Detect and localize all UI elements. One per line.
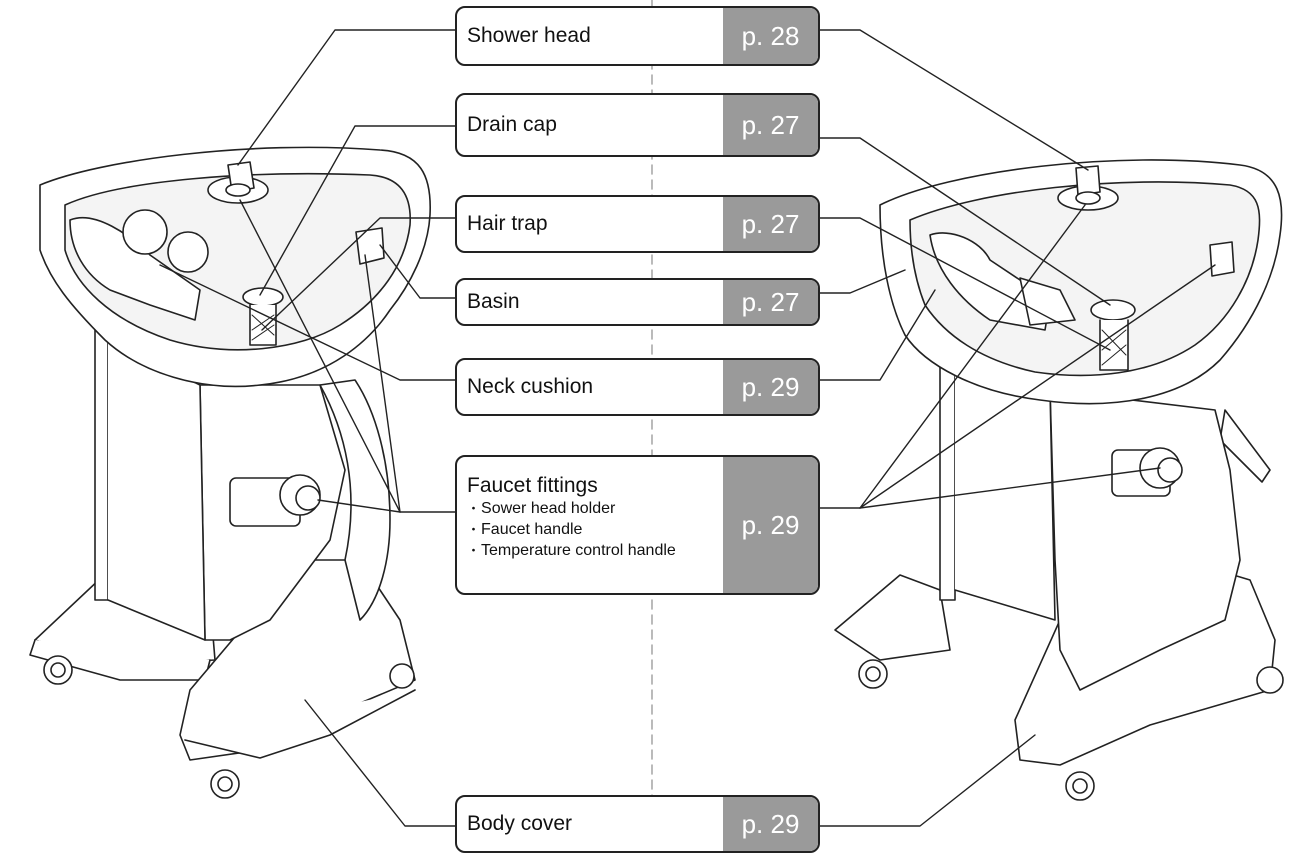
callout-neck-cushion: Neck cushion p. 29 xyxy=(455,358,820,416)
page-reference: p. 29 xyxy=(723,360,818,414)
callout-label: Hair trap xyxy=(467,212,548,235)
list-item: Faucet handle xyxy=(467,519,723,540)
page-reference: p. 27 xyxy=(723,95,818,155)
callout-drain-cap: Drain cap p. 27 xyxy=(455,93,820,157)
left-shampoo-unit xyxy=(29,146,431,799)
callout-body-cover: Body cover p. 29 xyxy=(455,795,820,853)
callout-faucet-fittings: Faucet fittings Sower head holder Faucet… xyxy=(455,455,820,595)
faucet-fittings-list: Sower head holder Faucet handle Temperat… xyxy=(467,498,723,561)
callout-label: Shower head xyxy=(467,24,591,47)
callout-shower-head: Shower head p. 28 xyxy=(455,6,820,66)
page-reference: p. 28 xyxy=(723,8,818,64)
leader-lines xyxy=(159,29,1216,827)
page-reference: p. 27 xyxy=(723,197,818,251)
page-reference: p. 29 xyxy=(723,797,818,851)
callout-basin: Basin p. 27 xyxy=(455,278,820,326)
callout-label: Drain cap xyxy=(467,113,557,136)
callout-label: Basin xyxy=(467,290,520,313)
page-reference: p. 29 xyxy=(723,457,818,593)
callout-label: Neck cushion xyxy=(467,375,594,398)
callout-label: Body cover xyxy=(467,812,573,835)
page-reference: p. 27 xyxy=(723,280,818,324)
right-shampoo-unit xyxy=(834,159,1284,801)
callout-hair-trap: Hair trap p. 27 xyxy=(455,195,820,253)
list-item: Sower head holder xyxy=(467,498,723,519)
list-item: Temperature control handle xyxy=(467,540,723,561)
callout-label: Faucet fittings xyxy=(467,474,598,497)
